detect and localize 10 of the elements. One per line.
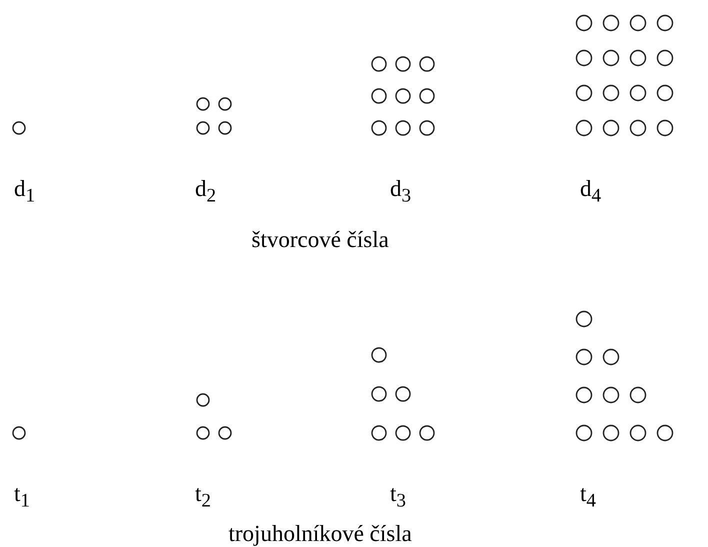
- figure-label: d$_{4}$: [580, 177, 602, 206]
- figure-label: d$_{2}$: [195, 177, 216, 206]
- caption: trojuholníkové čísla: [228, 522, 412, 545]
- figure-label: t$_{2}$: [195, 482, 211, 511]
- figure-label: d$_{1}$: [14, 177, 36, 206]
- figure-label: t$_{4}$: [580, 482, 596, 511]
- figure-label: t$_{3}$: [390, 482, 406, 511]
- figure-label: d$_{3}$: [390, 177, 412, 206]
- figure-label: t$_{1}$: [14, 482, 30, 511]
- caption: štvorcové čísla: [252, 228, 389, 251]
